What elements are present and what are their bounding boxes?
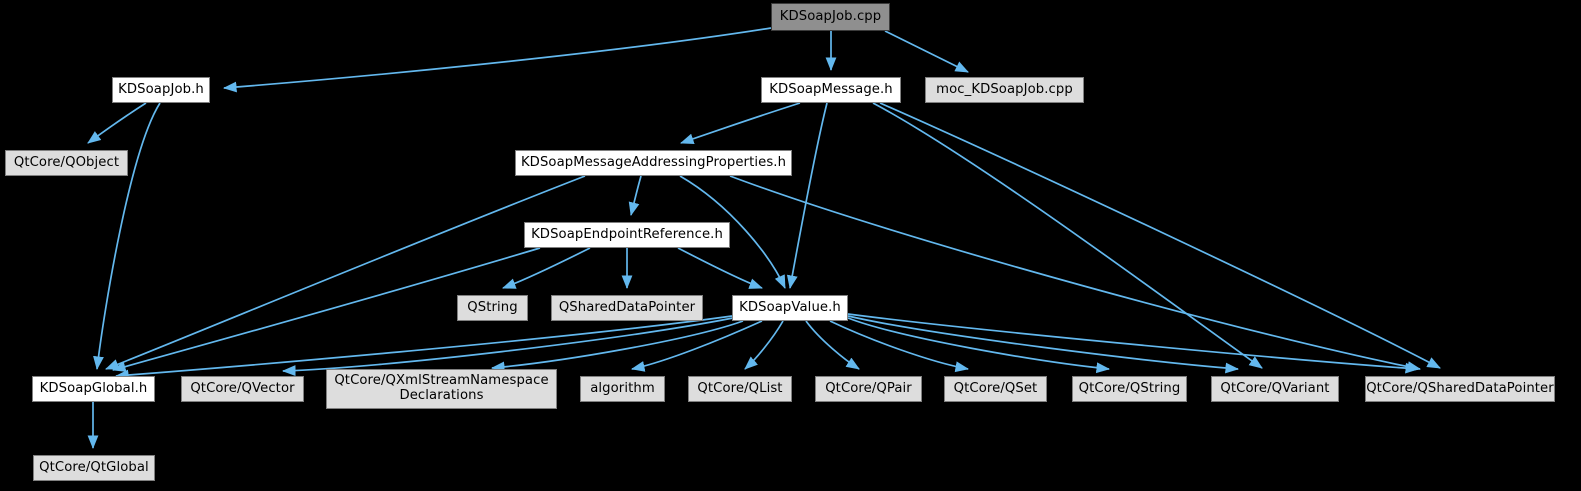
- graph-node-moc-kdsoapjob-cpp[interactable]: moc_KDSoapJob.cpp: [925, 77, 1084, 103]
- graph-node-kdsoapvalue-h[interactable]: KDSoapValue.h: [732, 295, 848, 321]
- graph-edge-n2-to-n19: [879, 102, 1441, 369]
- graph-edge-n9-to-n13: [631, 320, 763, 372]
- graph-node-kdsoapendpointreference-h[interactable]: KDSoapEndpointReference.h: [524, 222, 730, 248]
- graph-edge-n5-to-n6: [628, 175, 642, 216]
- graph-edge-n6-to-n10: [112, 247, 541, 372]
- graph-edge-n2-to-n18: [872, 102, 1263, 369]
- graph-edge-n6-to-n9: [677, 247, 763, 289]
- graph-node-qtcore-qstring[interactable]: QtCore/QString: [1072, 376, 1187, 402]
- graph-node-qtcore-qset[interactable]: QtCore/QSet: [944, 376, 1047, 402]
- graph-edge-n9-to-n17: [847, 317, 1111, 374]
- graph-edge-n9-to-n16: [829, 320, 970, 373]
- graph-edge-n9-to-n19: [847, 313, 1420, 374]
- graph-edge-n0-to-n3: [884, 30, 969, 73]
- graph-node-qshareddatapointer[interactable]: QSharedDataPointer: [551, 295, 703, 321]
- graph-node-qstring[interactable]: QString: [457, 295, 528, 321]
- graph-edge-n5-to-n19: [729, 175, 1422, 372]
- graph-node-kdsoapjob-h[interactable]: KDSoapJob.h: [112, 77, 210, 103]
- graph-node-qtcore-qtglobal[interactable]: QtCore/QtGlobal: [33, 455, 155, 481]
- graph-edge-n5-to-n9: [679, 175, 786, 289]
- graph-node-qtcore-qpair[interactable]: QtCore/QPair: [815, 376, 922, 402]
- edge-group: [87, 27, 1441, 450]
- graph-node-kdsoapmessageaddressingproperties-h[interactable]: KDSoapMessageAddressingProperties.h: [515, 150, 792, 176]
- graph-node-kdsoapmessage-h[interactable]: KDSoapMessage.h: [761, 77, 901, 103]
- graph-edge-n1-to-n10: [93, 102, 161, 371]
- graph-node-qtcore-qlist[interactable]: QtCore/QList: [688, 376, 792, 402]
- graph-node-algorithm[interactable]: algorithm: [580, 376, 665, 402]
- graph-edge-n9-to-n14: [744, 320, 784, 370]
- graph-edge-n2-to-n9: [786, 102, 828, 290]
- graph-node-qtcore-qxmlstreamnamespace-declarations[interactable]: QtCore/QXmlStreamNamespace Declarations: [326, 369, 557, 409]
- graph-edge-n9-to-n12: [490, 320, 744, 373]
- graph-edge-n6-to-n7: [502, 247, 591, 289]
- graph-node-qtcore-qvariant[interactable]: QtCore/QVariant: [1211, 376, 1339, 402]
- graph-edge-n2-to-n5: [680, 102, 801, 145]
- graph-node-qtcore-qvector[interactable]: QtCore/QVector: [181, 376, 304, 402]
- graph-edge-n1-to-n4: [87, 102, 147, 144]
- graph-edge-n5-to-n10: [105, 175, 586, 370]
- graph-edge-n0-to-n1: [222, 27, 772, 93]
- graph-node-kdsoapglobal-h[interactable]: KDSoapGlobal.h: [32, 376, 155, 402]
- graph-edge-n9-to-n18: [847, 315, 1240, 374]
- graph-edge-n9-to-n15: [805, 320, 860, 370]
- graph-edge-n9-to-n10: [114, 315, 733, 381]
- graph-node-qtcore-qobject[interactable]: QtCore/QObject: [5, 150, 128, 176]
- graph-edge-n9-to-n11: [281, 317, 734, 377]
- graph-node-kdsoapjob-cpp[interactable]: KDSoapJob.cpp: [771, 3, 890, 31]
- graph-node-qtcore-qshareddatapointer[interactable]: QtCore/QSharedDataPointer: [1365, 376, 1555, 402]
